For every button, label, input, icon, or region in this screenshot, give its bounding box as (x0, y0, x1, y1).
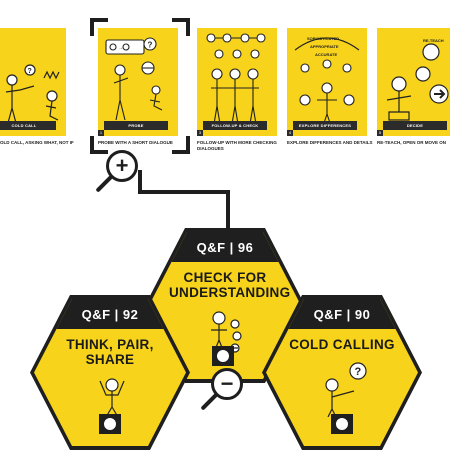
hexagon-code: Q&F | 92 (81, 307, 139, 322)
svg-text:?: ? (28, 68, 32, 75)
zoom-in-icon[interactable]: + (106, 150, 138, 182)
storyboard-card-explore[interactable]: SOPHISTICATED APPROPRIATE ACCURATE 4 EXP… (287, 28, 367, 136)
svg-text:→: → (118, 45, 123, 51)
cold-calling-figure-icon: ? (325, 362, 367, 417)
hexagon-title: COLD CALLING (289, 337, 395, 352)
zoom-in-symbol: + (115, 153, 129, 178)
selection-frame-corner (90, 18, 108, 36)
card-tag: FOLLOW-UP & CHECK (203, 121, 267, 130)
hexagon-code: Q&F | 96 (196, 240, 254, 255)
badge-icon (335, 417, 349, 431)
hexagon-plinth (331, 414, 353, 434)
storyboard-card-decide[interactable]: RE-TEACH 5 DECIDE (377, 28, 450, 136)
card-number: 5 (377, 130, 383, 136)
hexagon-title: CHECK FOR UNDERSTANDING (169, 270, 291, 300)
label-accurate: ACCURATE (315, 52, 337, 57)
card-caption: EXPLORE DIFFERENCES AND DETAILS (287, 140, 373, 145)
card-number: 1 (98, 130, 104, 136)
card-caption: OLD CALL, ASKING WHAT, NOT IF (0, 140, 74, 145)
card-tag: COLD CALL (0, 121, 56, 130)
label-appropriate: APPROPRIATE (310, 44, 339, 49)
connector-line (138, 170, 142, 194)
explore-differences-illustration: SOPHISTICATED APPROPRIATE ACCURATE (294, 36, 360, 127)
storyboard-card-probe[interactable]: → ? 1 PROBE (98, 28, 178, 136)
think-pair-figure-icon (99, 378, 125, 417)
zoom-out-icon[interactable]: − (211, 368, 243, 400)
badge-icon (216, 349, 230, 363)
card-number: 4 (287, 130, 293, 136)
check-understanding-figure-icon (211, 311, 242, 353)
follow-up-illustration (206, 33, 266, 125)
cold-call-illustration: ? (5, 64, 60, 124)
svg-text:?: ? (355, 366, 362, 378)
decide-illustration: RE-TEACH (386, 38, 449, 121)
card-tag: PROBE (104, 121, 168, 130)
connector-line (138, 190, 230, 194)
badge-icon (103, 417, 117, 431)
selection-frame-corner (172, 18, 190, 36)
card-number: 3 (197, 130, 203, 136)
card-caption: RE-TEACH, OPEN OR MOVE ON (377, 140, 447, 145)
label-reteach: RE-TEACH (423, 38, 444, 43)
connector-line (226, 190, 230, 228)
card-tag: EXPLORE DIFFERENCES (293, 121, 357, 130)
storyboard-card-follow-up[interactable]: 3 FOLLOW-UP & CHECK (197, 28, 277, 136)
probe-illustration: → ? (105, 37, 163, 121)
svg-text:?: ? (148, 41, 153, 50)
zoom-out-symbol: − (220, 371, 234, 396)
hexagon-plinth (212, 346, 234, 366)
selection-frame-corner (90, 136, 108, 154)
hexagon-title: THINK, PAIR, SHARE (66, 337, 154, 367)
selection-frame-corner (172, 136, 190, 154)
card-caption: PROBE WITH A SHORT DIALOGUE (98, 140, 173, 145)
hexagon-plinth (99, 414, 121, 434)
storyboard-card-cold-call[interactable]: ? COLD CALL (0, 28, 66, 136)
card-tag: DECIDE (383, 121, 447, 130)
card-caption: FOLLOW-UP WITH MORE CHECKING DIALOGUES (197, 140, 277, 151)
hexagon-code: Q&F | 90 (313, 307, 371, 322)
